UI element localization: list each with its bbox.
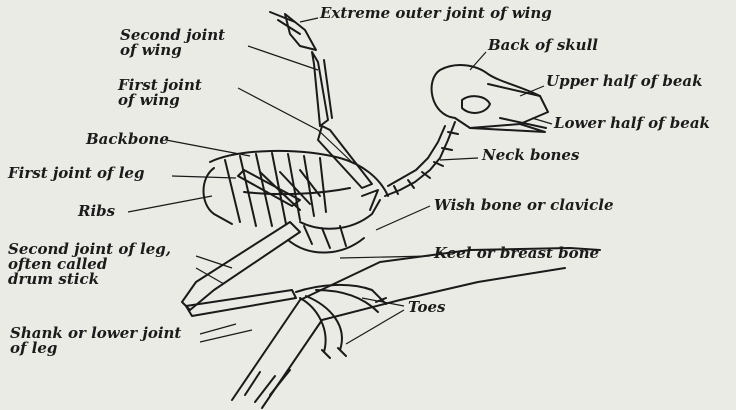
label-first-joint-wing: First joint of wing [118,78,202,108]
label-toes: Toes [408,300,445,315]
label-back-of-skull: Back of skull [488,38,598,53]
label-keel: Keel or breast bone [434,246,599,261]
wing-second-joint [312,52,332,126]
wing-first-joint [318,126,372,188]
label-extreme-outer-joint: Extreme outer joint of wing [320,6,552,21]
leader-lines [128,18,552,344]
shank [186,290,296,316]
label-ribs: Ribs [78,204,115,219]
perch-branch [232,248,600,408]
label-lower-beak: Lower half of beak [554,116,710,131]
keel [288,200,380,253]
neck-vertebrae [385,122,458,196]
label-neck-bones: Neck bones [482,148,579,163]
label-shank: Shank or lower joint of leg [10,326,181,356]
wing-tip-bone [270,12,316,50]
label-first-joint-leg: First joint of leg [8,166,144,181]
label-second-joint-leg: Second joint of leg, often called drum s… [8,242,171,287]
label-wish-bone: Wish bone or clavicle [434,198,614,213]
rib-cage [204,151,389,226]
label-second-joint-wing: Second joint of wing [120,28,225,58]
label-upper-beak: Upper half of beak [546,74,703,89]
skull [432,65,548,132]
label-backbone: Backbone [86,132,169,147]
